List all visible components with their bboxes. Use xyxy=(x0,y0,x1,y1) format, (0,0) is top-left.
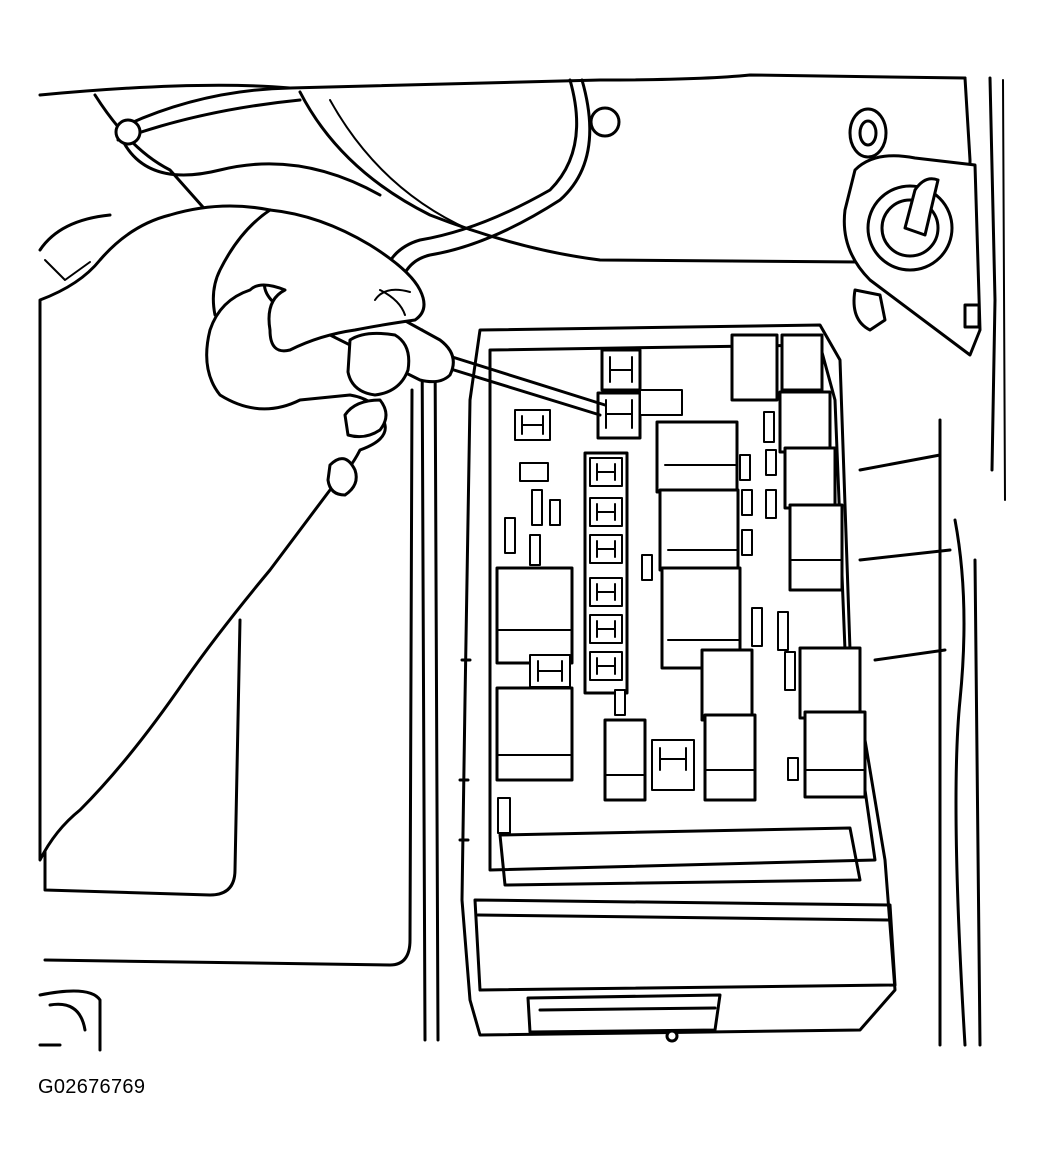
relay-left-upper xyxy=(495,566,574,665)
fuse-2 xyxy=(589,497,623,527)
fuse-6 xyxy=(589,651,623,681)
mounting-stud-bracket xyxy=(842,107,982,357)
relay-right-1 xyxy=(778,390,832,454)
relay-lower-mid-2 xyxy=(703,713,757,802)
relay-top-right-1 xyxy=(730,333,779,402)
relay-right-5 xyxy=(803,710,867,799)
vehicle-panels xyxy=(38,73,1006,1052)
relay-right-2 xyxy=(783,446,837,510)
relays xyxy=(495,333,867,802)
technician-hand xyxy=(38,204,426,862)
relay-center-1 xyxy=(655,420,739,494)
small-fuses xyxy=(497,409,799,834)
fuse-3 xyxy=(589,534,623,564)
wiring-harness xyxy=(114,78,621,302)
fuse-5 xyxy=(589,614,623,644)
figure-id-label: G02676769 xyxy=(38,1076,146,1098)
relay-bottom-mid xyxy=(603,718,647,802)
relay-lower-mid-1 xyxy=(700,648,754,722)
relay-left-lower xyxy=(495,686,574,782)
fuse-4 xyxy=(589,577,623,607)
mini-fuses xyxy=(583,451,629,716)
relay-right-3 xyxy=(788,503,844,592)
fuse-1 xyxy=(589,457,623,487)
relay-center-2 xyxy=(658,488,740,572)
relay-top-right-2 xyxy=(780,333,824,392)
relay-right-4 xyxy=(798,646,862,720)
